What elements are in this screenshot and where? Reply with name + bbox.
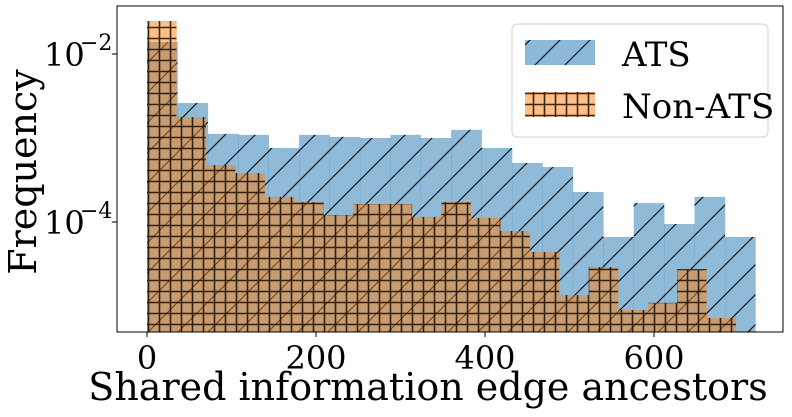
axes-frame bbox=[116, 5, 784, 333]
legend-label-ats: ATS bbox=[621, 35, 691, 75]
legend-item-ats: ATS bbox=[525, 35, 691, 75]
x-tick-label: 600 bbox=[623, 339, 684, 377]
y-tick-label: 10 bbox=[44, 36, 85, 74]
legend-label-non-ats: Non-ATS bbox=[622, 87, 774, 127]
x-axis: 0 200 400 600 bbox=[137, 332, 685, 377]
y-tick-label: 10 bbox=[44, 204, 85, 242]
legend-item-non-ats: Non-ATS bbox=[525, 87, 774, 127]
legend-hatch-ats bbox=[525, 40, 595, 65]
histogram-hatch bbox=[147, 21, 736, 332]
x-axis-label: Shared information edge ancestors bbox=[88, 365, 767, 409]
y-tick-exponent: −2 bbox=[80, 31, 112, 56]
x-tick-label: 400 bbox=[454, 339, 515, 377]
non-ats-bars bbox=[147, 21, 737, 332]
y-tick-exponent: −4 bbox=[80, 199, 112, 224]
legend: ATS Non-ATS bbox=[511, 23, 774, 138]
bars-hatch bbox=[147, 21, 736, 332]
y-axis: 10−210−4 bbox=[44, 31, 117, 242]
legend-hatch-non-ats bbox=[525, 92, 595, 117]
y-axis-label: Frequency bbox=[1, 69, 45, 275]
x-tick-label: 200 bbox=[285, 339, 346, 377]
x-tick-label: 0 bbox=[137, 339, 157, 377]
